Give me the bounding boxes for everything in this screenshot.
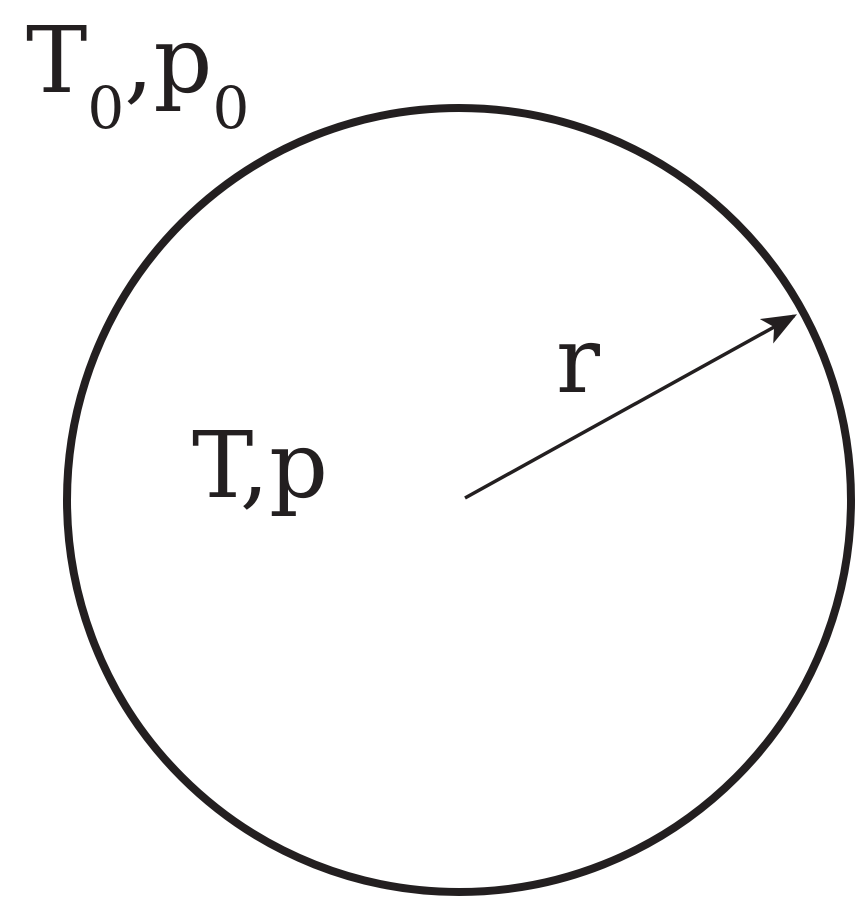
outside-temperature: T (26, 7, 87, 114)
outside-pressure: p (154, 7, 213, 114)
radius-arrow (464, 314, 798, 500)
inside-conditions-label: T,p (192, 412, 328, 519)
outside-conditions-label: T0,p0 (26, 7, 249, 142)
outside-pressure-subscript: 0 (212, 74, 249, 142)
outside-separator: , (124, 7, 153, 114)
radius-label: r (556, 307, 600, 414)
outside-temperature-subscript: 0 (87, 74, 124, 142)
sphere-outline (63, 104, 855, 896)
